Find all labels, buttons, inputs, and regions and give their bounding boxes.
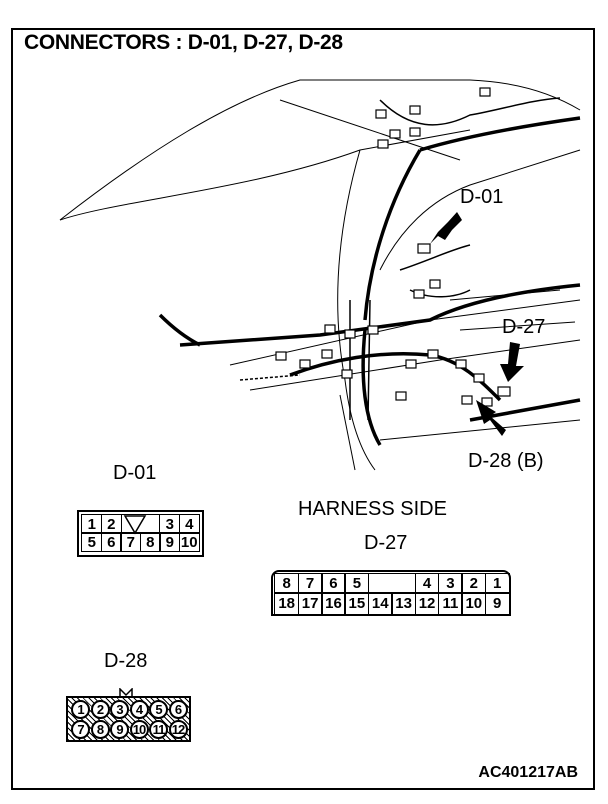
pin-circle: 10 bbox=[129, 720, 149, 739]
pin-cell: 10 bbox=[461, 592, 487, 615]
pin-cell: 11 bbox=[437, 592, 463, 615]
blank-slot bbox=[367, 573, 417, 594]
pin-circle: 1 bbox=[71, 700, 90, 719]
pin-cell: 10 bbox=[178, 532, 200, 552]
pin-cell: 18 bbox=[274, 592, 300, 615]
pin-cell: 1 bbox=[484, 573, 510, 594]
pin-circle: 7 bbox=[71, 720, 90, 739]
pin-circle: 4 bbox=[129, 700, 149, 719]
pin-cell: 9 bbox=[159, 532, 181, 552]
pin-cell: 2 bbox=[100, 514, 122, 534]
pin-cell: 15 bbox=[344, 592, 370, 615]
pin-cell: 5 bbox=[344, 573, 370, 594]
diagram-frame bbox=[11, 28, 595, 790]
page-title: CONNECTORS : D-01, D-27, D-28 bbox=[24, 31, 343, 54]
pin-circle: 11 bbox=[149, 720, 168, 739]
pin-circle: 6 bbox=[168, 700, 188, 719]
d01-label: D-01 bbox=[113, 462, 157, 484]
pin-cell: 7 bbox=[297, 573, 323, 594]
pin-cell: 4 bbox=[178, 514, 200, 534]
pin-cell: 3 bbox=[437, 573, 463, 594]
pin-circle: 3 bbox=[110, 700, 129, 719]
pin-circle: 5 bbox=[149, 700, 168, 719]
pin-cell: 8 bbox=[274, 573, 300, 594]
callout-d28: D-28 (B) bbox=[468, 450, 544, 472]
pin-cell: 16 bbox=[321, 592, 346, 615]
pin-cell: 8 bbox=[139, 532, 161, 552]
pin-cell: 5 bbox=[81, 532, 103, 552]
pin-cell: 17 bbox=[297, 592, 323, 615]
key-triangle-icon bbox=[123, 515, 147, 535]
pin-circle: 8 bbox=[90, 720, 110, 739]
harness-side-caption: HARNESS SIDE bbox=[298, 498, 447, 520]
pin-cell: 2 bbox=[461, 573, 487, 594]
pin-cell: 6 bbox=[100, 532, 122, 552]
figure-code: AC401217AB bbox=[478, 764, 578, 781]
pin-cell: 12 bbox=[414, 592, 440, 615]
pin-cell: 3 bbox=[159, 514, 181, 534]
d27-label: D-27 bbox=[364, 532, 408, 554]
pin-cell: 9 bbox=[484, 592, 510, 615]
pin-cell: 7 bbox=[120, 532, 142, 552]
pin-cell: 4 bbox=[414, 573, 440, 594]
pin-cell: 13 bbox=[391, 592, 417, 615]
pin-circle: 12 bbox=[168, 720, 188, 739]
key-notch-icon bbox=[119, 688, 133, 697]
pin-cell: 1 bbox=[81, 514, 103, 534]
d28-label: D-28 bbox=[104, 650, 148, 672]
callout-d27: D-27 bbox=[502, 316, 546, 338]
pin-circle: 9 bbox=[110, 720, 129, 739]
pin-circle: 2 bbox=[90, 700, 110, 719]
pin-cell: 14 bbox=[367, 592, 393, 615]
pin-cell: 6 bbox=[321, 573, 346, 594]
callout-d01: D-01 bbox=[460, 186, 504, 208]
